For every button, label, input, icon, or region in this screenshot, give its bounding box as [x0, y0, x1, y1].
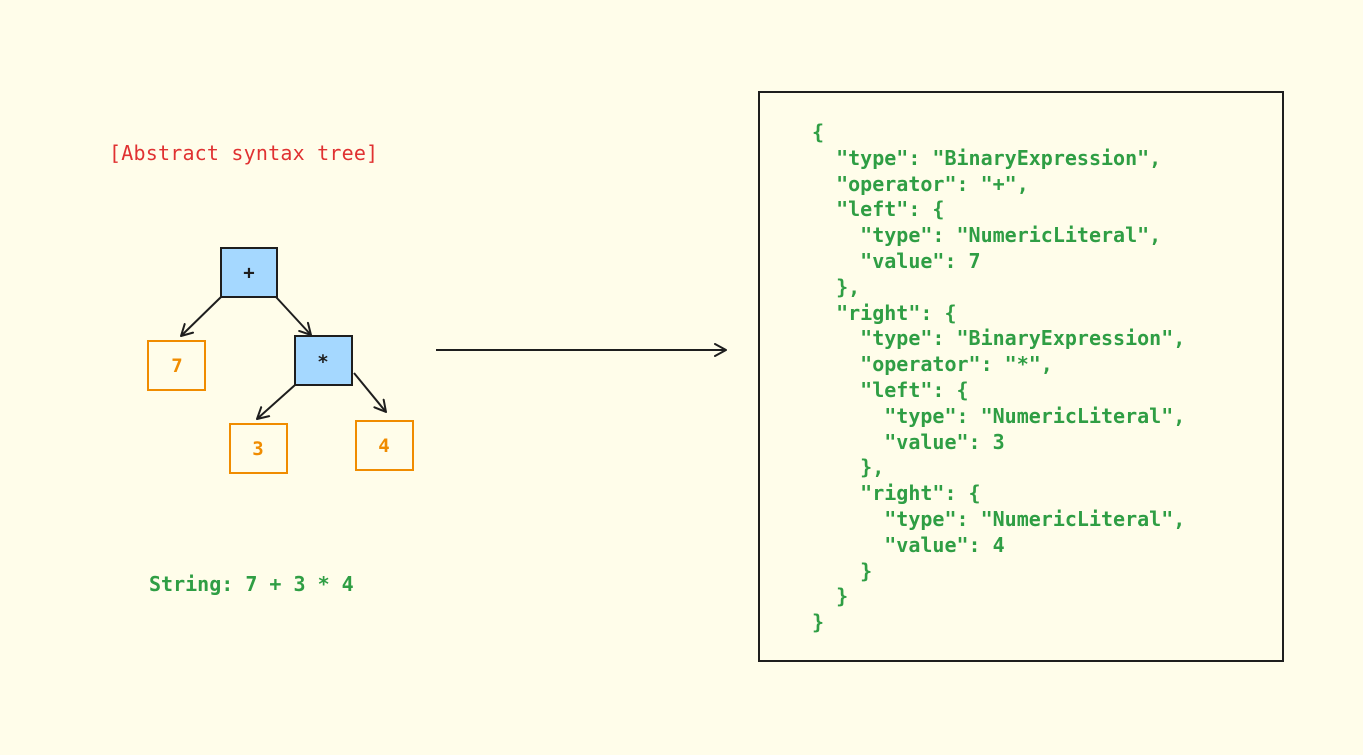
json-code-line: "right": {	[812, 481, 981, 506]
json-code-line: "type": "NumericLiteral",	[812, 506, 1186, 531]
node-literal-4-label: 4	[378, 435, 389, 457]
json-code-line: },	[812, 274, 861, 299]
node-root-label: +	[243, 262, 254, 284]
source-string-caption: String: 7 + 3 * 4	[149, 572, 354, 596]
json-code-line: }	[812, 584, 849, 609]
json-ast-code: { "type": "BinaryExpression", "operator"…	[812, 120, 1185, 636]
json-code-line: "type": "BinaryExpression",	[812, 326, 1186, 351]
json-code-line: }	[812, 610, 825, 635]
node-literal-7-label: 7	[171, 355, 182, 377]
node-multiply-label: *	[317, 351, 328, 373]
json-code-line: "type": "BinaryExpression",	[812, 145, 1162, 170]
json-code-line: "left": {	[812, 377, 969, 402]
node-literal-3: 3	[229, 423, 288, 474]
edge-root-right	[275, 296, 312, 336]
json-output-box	[758, 91, 1284, 662]
edge-root-left	[180, 296, 222, 337]
json-code-line: "operator": "+",	[812, 171, 1029, 196]
json-code-line: }	[812, 558, 873, 583]
node-literal-7: 7	[147, 340, 206, 391]
json-code-line: "operator": "*",	[812, 352, 1053, 377]
node-literal-3-label: 3	[252, 438, 263, 460]
edge-mul-right	[353, 372, 387, 413]
json-code-line: "left": {	[812, 197, 945, 222]
node-multiply: *	[294, 335, 353, 386]
diagram-title: [Abstract syntax tree]	[109, 141, 379, 165]
json-code-line: "value": 7	[812, 248, 981, 273]
node-root-plus: +	[220, 247, 278, 298]
json-code-line: {	[812, 120, 825, 144]
json-code-line: "type": "NumericLiteral",	[812, 223, 1162, 248]
node-literal-4: 4	[355, 420, 414, 471]
json-code-line: "value": 4	[812, 532, 1005, 557]
json-code-line: },	[812, 455, 885, 480]
json-code-line: "value": 3	[812, 429, 1005, 454]
edge-mul-left	[256, 384, 296, 420]
json-code-line: "right": {	[812, 300, 957, 325]
json-code-line: "type": "NumericLiteral",	[812, 403, 1186, 428]
